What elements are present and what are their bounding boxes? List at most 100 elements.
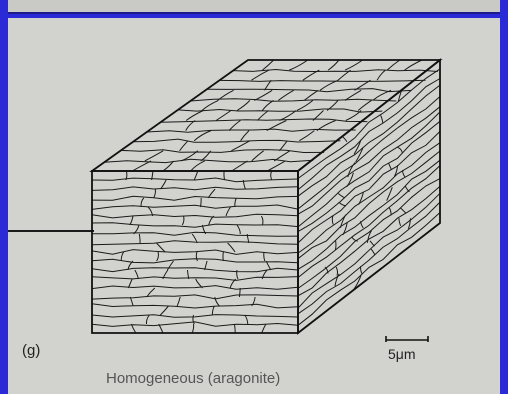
- grain-boundary: [405, 186, 409, 192]
- grain-boundary: [92, 187, 298, 191]
- grain-boundary: [235, 198, 236, 207]
- grain-boundary: [237, 225, 240, 234]
- grain-boundary: [196, 252, 197, 261]
- figure-panel: (g) 5μm Homogeneous (aragonite): [8, 18, 500, 394]
- grain-boundary: [141, 198, 144, 207]
- grain-boundary: [194, 131, 211, 141]
- grain-boundary: [92, 295, 298, 299]
- grain-boundary: [92, 322, 298, 327]
- grain-boundary: [201, 198, 202, 207]
- grain-boundary: [262, 60, 273, 70]
- grain-boundary: [130, 216, 133, 225]
- grain-boundary: [207, 89, 411, 92]
- grain-boundary: [186, 111, 203, 121]
- grain-boundary: [346, 111, 361, 121]
- grain-boundary: [157, 243, 166, 252]
- block-top-face: [92, 60, 440, 171]
- grain-boundary: [298, 202, 440, 314]
- grain-boundary: [254, 90, 272, 100]
- grain-boundary: [232, 161, 248, 171]
- grain-boundary: [146, 315, 149, 324]
- grain-boundary: [257, 111, 268, 121]
- grain-boundary: [92, 223, 298, 227]
- grain-boundary: [161, 119, 368, 122]
- grain-boundary: [298, 213, 440, 326]
- grain-boundary: [231, 141, 250, 151]
- scale-label: 5μm: [388, 346, 416, 362]
- grain-boundary: [154, 189, 156, 198]
- grain-boundary: [161, 180, 167, 189]
- grain-boundary: [147, 129, 356, 132]
- grain-boundary: [360, 221, 363, 228]
- grain-boundary: [336, 267, 337, 275]
- grain-boundary: [352, 237, 358, 241]
- grain-boundary: [358, 100, 371, 110]
- grain-boundary: [190, 99, 396, 102]
- grain-boundary: [92, 205, 298, 209]
- grain-boundary: [121, 252, 124, 261]
- grain-boundary: [219, 80, 425, 81]
- grain-boundary: [92, 268, 298, 272]
- grain-boundary: [216, 111, 231, 121]
- grain-boundary: [224, 171, 225, 180]
- grain-boundary: [139, 234, 140, 243]
- grain-boundary: [132, 324, 136, 333]
- grain-boundary: [332, 216, 333, 225]
- top-strip: [8, 0, 500, 14]
- grain-boundary: [133, 139, 340, 142]
- grain-boundary: [317, 121, 336, 131]
- grain-boundary: [130, 297, 133, 306]
- grain-boundary: [408, 218, 410, 229]
- grain-boundary: [341, 215, 346, 228]
- grain-boundary: [279, 141, 287, 151]
- grain-boundary: [157, 252, 159, 261]
- grain-boundary: [241, 131, 249, 141]
- grain-boundary: [298, 121, 440, 231]
- grain-boundary: [370, 241, 375, 246]
- grain-boundary: [202, 100, 218, 110]
- grain-boundary: [132, 161, 151, 171]
- grain-boundary: [92, 196, 298, 200]
- grain-boundary: [400, 208, 405, 213]
- grain-boundary: [104, 159, 313, 162]
- grain-boundary: [339, 202, 346, 206]
- grain-boundary: [267, 161, 285, 171]
- grain-boundary: [289, 60, 308, 70]
- grain-boundary: [335, 241, 336, 250]
- grain-boundary: [92, 277, 298, 281]
- grain-boundary: [192, 324, 193, 333]
- grain-boundary: [328, 60, 339, 70]
- grain-boundary: [377, 70, 385, 80]
- grain-boundary: [92, 241, 298, 245]
- grain-boundary: [278, 90, 293, 100]
- grain-boundary: [208, 189, 215, 198]
- grain-boundary: [298, 193, 440, 308]
- grain-boundary: [145, 151, 163, 161]
- grain-boundary: [345, 60, 363, 70]
- grain-boundary: [304, 90, 318, 100]
- grain-boundary: [398, 147, 403, 152]
- grain-boundary: [381, 115, 383, 122]
- grain-boundary: [234, 324, 235, 333]
- grain-boundary: [180, 141, 189, 151]
- grain-boundary: [252, 151, 264, 161]
- grain-boundary: [196, 279, 203, 288]
- grain-boundary: [233, 70, 438, 72]
- grain-boundary: [271, 171, 272, 180]
- grain-boundary: [167, 261, 173, 270]
- grain-boundary: [373, 90, 391, 100]
- grain-boundary: [92, 315, 298, 318]
- grain-boundary: [274, 151, 290, 161]
- grain-boundary: [262, 324, 266, 333]
- grain-boundary: [338, 194, 344, 198]
- grain-boundary: [160, 306, 168, 315]
- grain-boundary: [128, 279, 132, 288]
- grain-boundary: [177, 297, 180, 306]
- grain-boundary: [299, 131, 314, 141]
- grain-boundary: [403, 170, 405, 177]
- grain-boundary: [245, 315, 248, 324]
- grain-boundary: [193, 315, 194, 324]
- grain-boundary: [229, 121, 240, 131]
- grain-boundary: [226, 207, 231, 216]
- grain-boundary: [387, 60, 400, 70]
